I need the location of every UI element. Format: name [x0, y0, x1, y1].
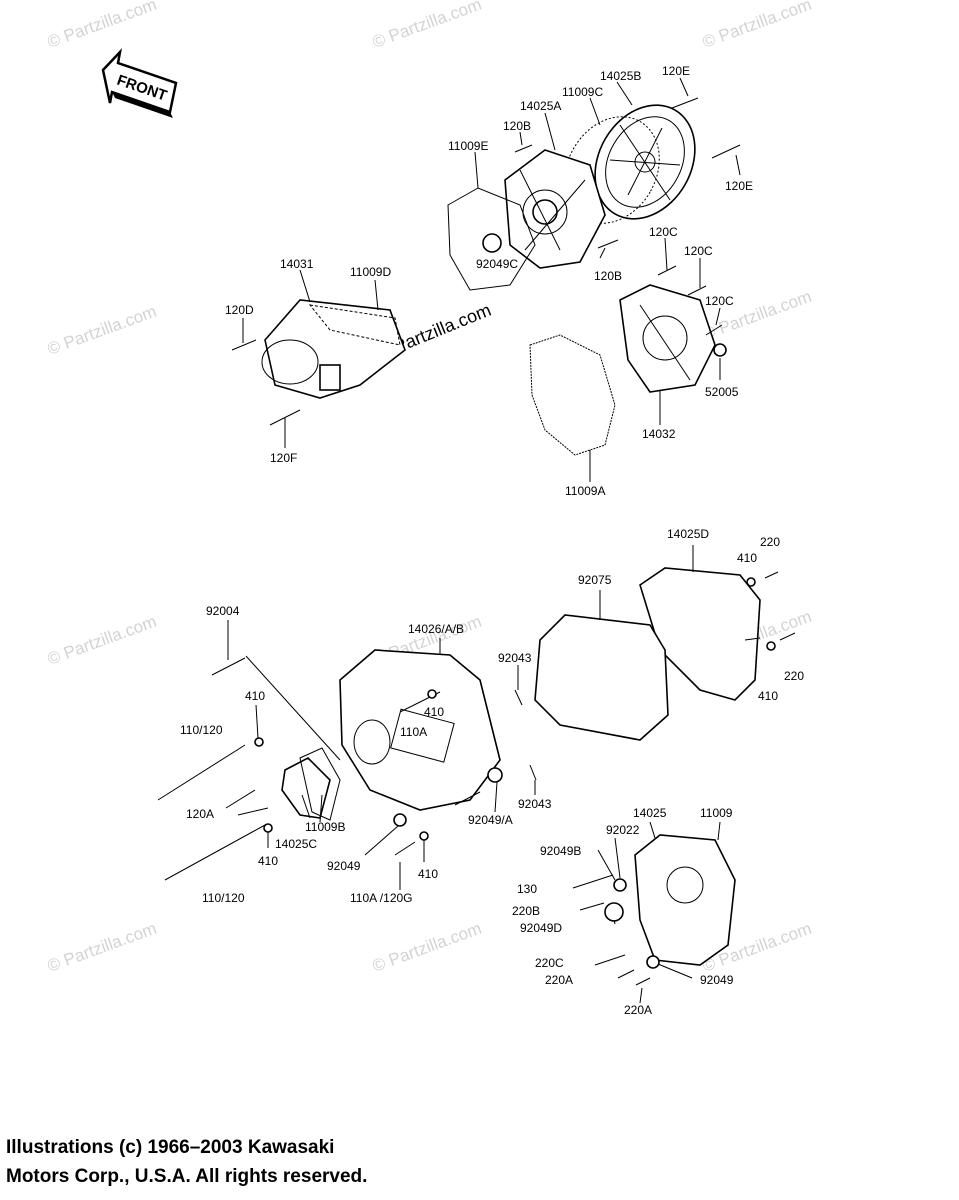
part-label: 92049D [520, 921, 562, 935]
part-label: 11009D [350, 265, 391, 279]
part-label: 220B [512, 904, 540, 918]
seal-52005 [713, 343, 727, 357]
cover-14032 [619, 284, 716, 393]
part-label: 220A [624, 1003, 652, 1017]
part-label: 120C [649, 225, 678, 239]
part-label: 120B [594, 269, 622, 283]
part-label: 14025 [633, 806, 667, 820]
plate-14025c [281, 757, 331, 819]
watermark: © Partzilla.com [45, 612, 159, 669]
part-label: 11009 [700, 806, 733, 820]
part-label: 92022 [606, 823, 640, 837]
part-label: 410 [758, 689, 778, 703]
part-label: 220 [784, 669, 804, 683]
cover-14025 [634, 834, 736, 966]
part-label: 92049/A [468, 813, 513, 827]
watermark: © Partzilla.com [700, 0, 814, 52]
guard-92075 [534, 614, 669, 741]
part-label: 410 [245, 689, 265, 703]
part-label: 120E [725, 179, 753, 193]
washers [254, 577, 776, 969]
part-label: 92049 [327, 859, 361, 873]
cover-14025a [504, 149, 606, 269]
part-label: 220C [535, 956, 564, 970]
bolts-lower [157, 571, 796, 986]
copyright-line-1: Illustrations (c) 1966–2003 Kawasaki [6, 1137, 335, 1158]
watermarks: © Partzilla.com © Partzilla.com © Partzi… [45, 0, 814, 976]
part-label: 92049 [700, 973, 734, 987]
gasket-11009c [564, 116, 660, 224]
watermark: © Partzilla.com [45, 0, 159, 52]
part-label: 410 [418, 867, 438, 881]
part-label: 52005 [705, 385, 739, 399]
copyright-notice: Illustrations (c) 1966–2003 Kawasaki Mot… [6, 1133, 367, 1191]
cover-14025b [594, 104, 696, 220]
part-label: 11009E [448, 139, 488, 153]
cover-14031 [261, 299, 406, 399]
gasket-11009e [447, 187, 536, 291]
leader-lines [225, 77, 761, 1004]
part-label: 11009B [305, 820, 345, 834]
part-label: 120D [225, 303, 254, 317]
housing-14026 [339, 649, 501, 811]
part-label: 120C [705, 294, 734, 308]
part-label: 14025B [600, 69, 641, 83]
bolts-upper [231, 97, 741, 426]
part-label: 14031 [280, 257, 314, 271]
watermark: © Partzilla.com [370, 919, 484, 976]
watermark: © Partzilla.com [45, 919, 159, 976]
front-arrow-icon: FRONT [101, 48, 178, 118]
part-label: 92004 [206, 604, 240, 618]
part-label: 110A [400, 725, 427, 739]
part-label: 110/120 [202, 891, 245, 905]
part-label: 410 [424, 705, 444, 719]
part-label: 11009A [565, 484, 605, 498]
watermark: © Partzilla.com [45, 302, 159, 359]
part-label: 410 [258, 854, 278, 868]
part-label: 14025C [275, 837, 317, 851]
part-label: 92049B [540, 844, 581, 858]
part-label: 14032 [642, 427, 676, 441]
part-label: 14025D [667, 527, 709, 541]
gasket-11009b [299, 747, 341, 821]
part-label: 120A [186, 807, 214, 821]
part-label: 11009C [562, 85, 603, 99]
seal-92049c [482, 233, 502, 253]
copyright-line-2: Motors Corp., U.S.A. All rights reserved… [6, 1166, 368, 1187]
part-labels: 14025B 120E 11009C 14025A 120B 11009E 12… [180, 64, 804, 1017]
cover-14025d [639, 567, 761, 701]
gasket-11009a [529, 334, 616, 456]
part-label: 120C [684, 244, 713, 258]
part-label: 220A [545, 973, 573, 987]
part-label: 110A /120G [350, 891, 413, 905]
part-label: 92043 [498, 651, 532, 665]
part-label: 92075 [578, 573, 612, 587]
part-label: 14025A [520, 99, 561, 113]
part-label: 130 [517, 882, 537, 896]
part-label: 410 [737, 551, 757, 565]
part-label: 120F [270, 451, 297, 465]
part-label: 92049C [476, 257, 518, 271]
part-label: 110/120 [180, 723, 223, 737]
part-label: 220 [760, 535, 780, 549]
part-label: 120B [503, 119, 531, 133]
part-label: 92043 [518, 797, 552, 811]
part-label: 120E [662, 64, 690, 78]
part-label: 14026/A/B [408, 622, 464, 636]
watermark: © Partzilla.com [370, 0, 484, 52]
